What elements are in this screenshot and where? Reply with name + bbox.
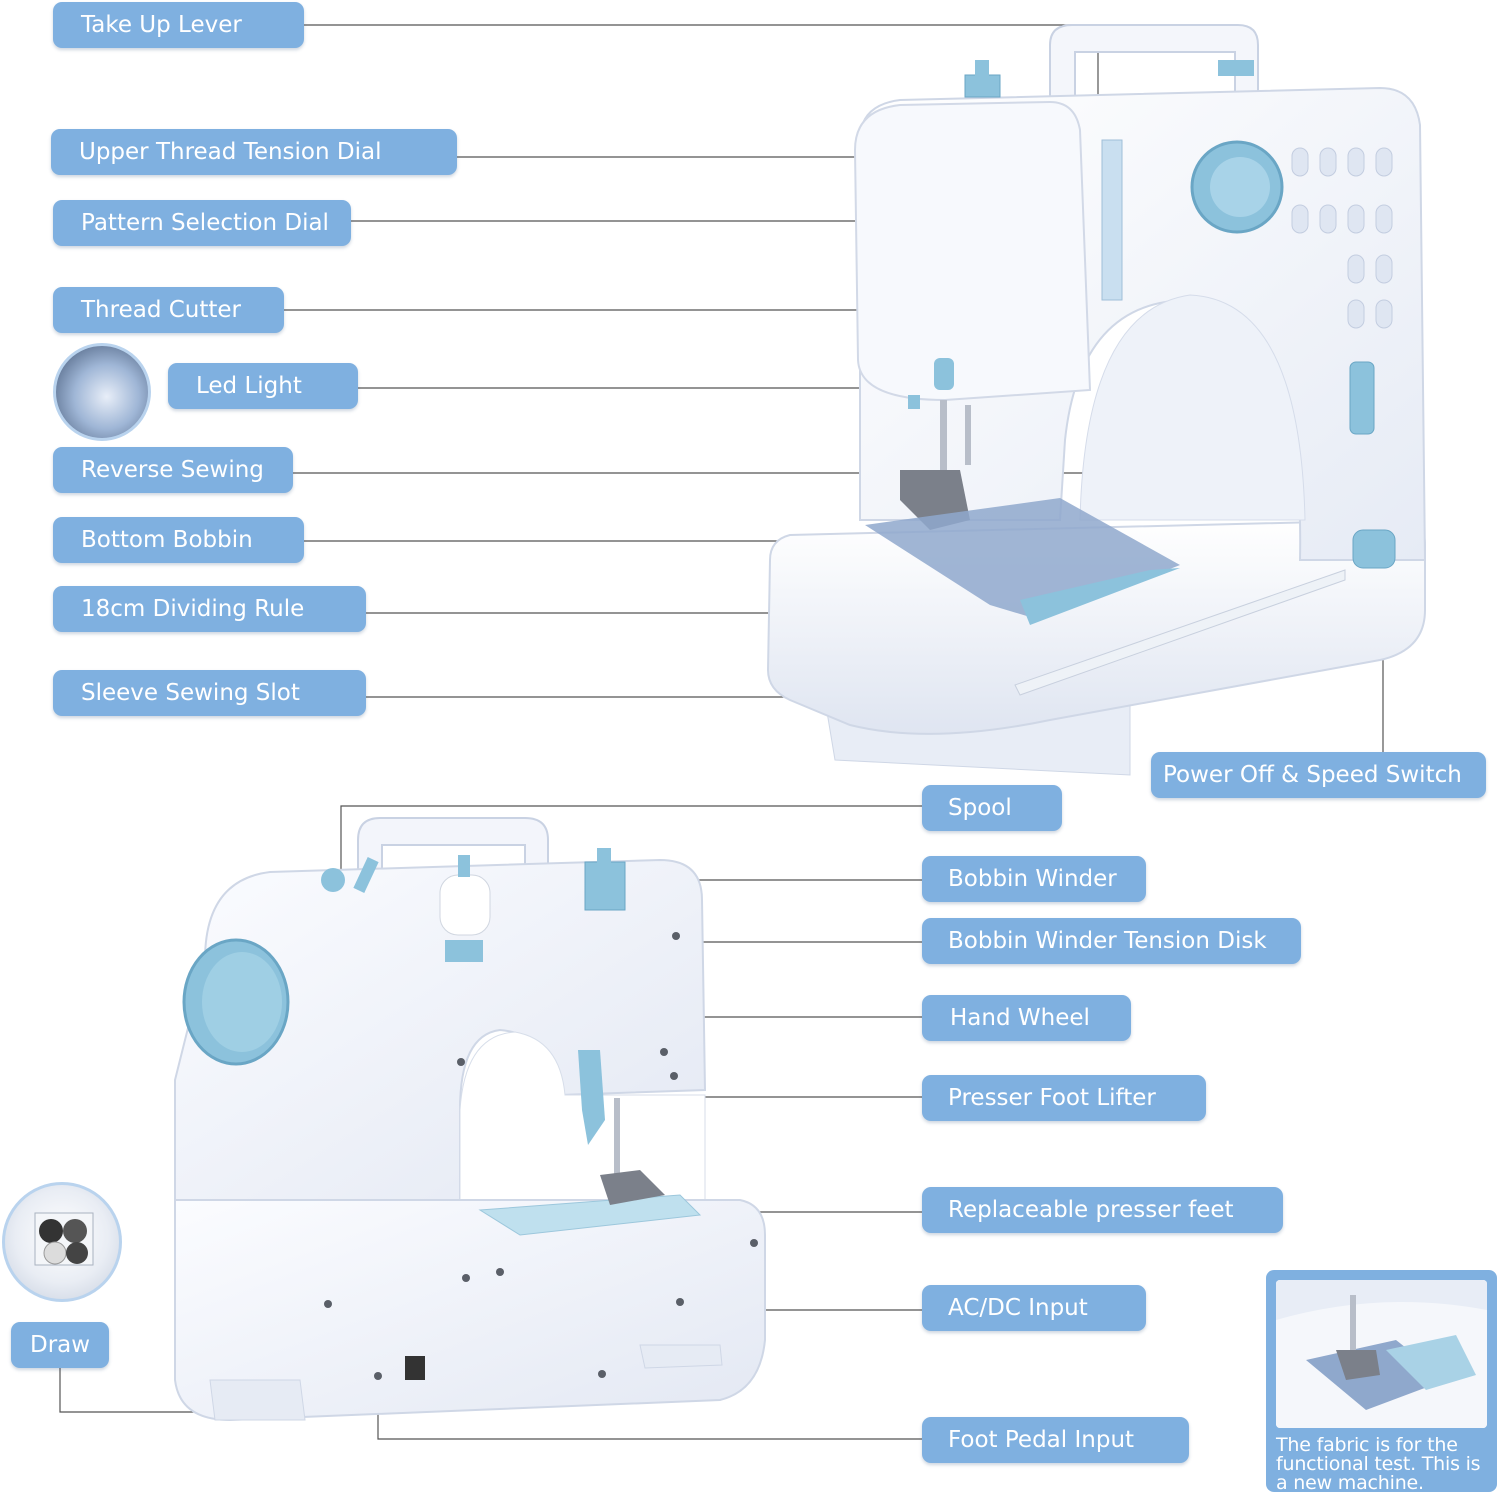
leader-draw — [59, 1360, 235, 1413]
label-dividing-rule: 18cm Dividing Rule — [53, 586, 366, 632]
led-light-inset-photo — [53, 343, 151, 441]
fabric-test-photo — [1276, 1280, 1487, 1428]
drawer-inset-photo — [2, 1182, 122, 1302]
leader-spool — [340, 805, 922, 878]
label-thread-cutter: Thread Cutter — [53, 287, 284, 333]
label-reverse-sewing: Reverse Sewing — [53, 447, 293, 493]
label-replaceable-presser-feet: Replaceable presser feet — [922, 1187, 1283, 1233]
label-upper-thread-tension-dial: Upper Thread Tension Dial — [51, 129, 457, 175]
label-presser-foot-lifter: Presser Foot Lifter — [922, 1075, 1206, 1121]
label-ac-dc-input: AC/DC Input — [922, 1285, 1146, 1331]
label-power-switch: Power Off & Speed Switch — [1151, 752, 1486, 798]
label-pattern-selection-dial: Pattern Selection Dial — [53, 200, 351, 246]
label-led-light: Led Light — [168, 363, 358, 409]
label-spool: Spool — [922, 785, 1062, 831]
label-take-up-lever: Take Up Lever — [53, 2, 304, 48]
label-hand-wheel: Hand Wheel — [922, 995, 1131, 1041]
label-bobbin-winder-tension-disk: Bobbin Winder Tension Disk — [922, 918, 1301, 964]
note-text: The fabric is for the functional test. T… — [1276, 1434, 1481, 1494]
label-draw: Draw — [11, 1322, 109, 1368]
label-bottom-bobbin: Bottom Bobbin — [53, 517, 304, 563]
functional-test-note: The fabric is for the functional test. T… — [1266, 1270, 1497, 1494]
label-sleeve-sewing-slot: Sleeve Sewing Slot — [53, 670, 366, 716]
label-bobbin-winder: Bobbin Winder — [922, 856, 1146, 902]
fabric-icon — [1276, 1280, 1487, 1428]
label-foot-pedal-input: Foot Pedal Input — [922, 1417, 1189, 1463]
bobbin-icon — [34, 1212, 94, 1266]
